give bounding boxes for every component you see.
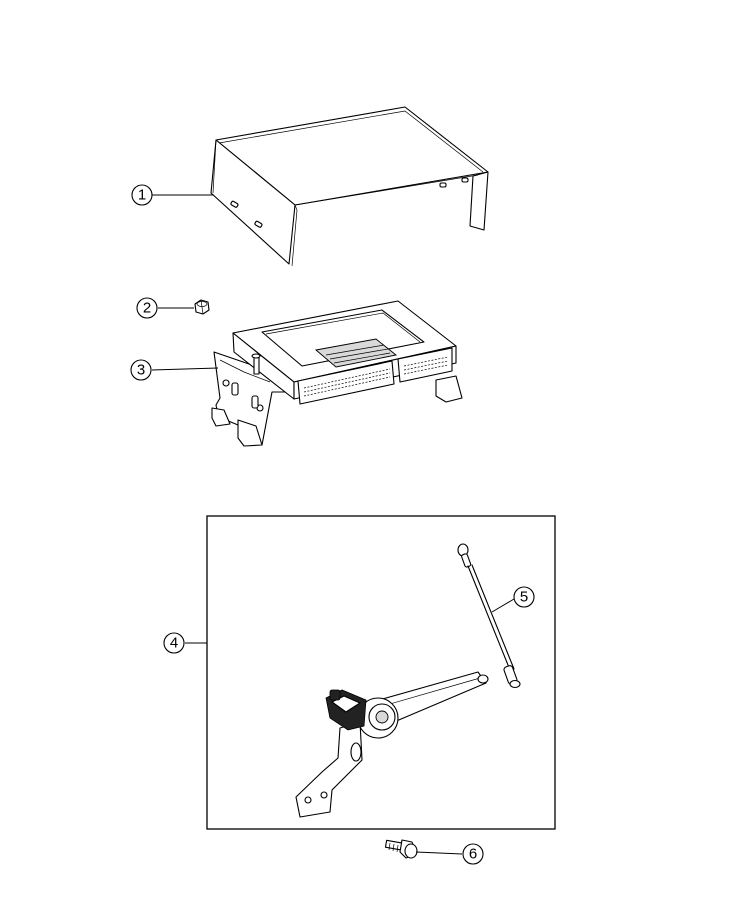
callout-6-label: 6 (469, 846, 477, 863)
control-module-part (211, 300, 463, 447)
assembly-box (206, 515, 556, 830)
height-sensor-part (295, 671, 489, 818)
leader-lines (151, 194, 515, 855)
callout-5: 5 (513, 586, 535, 608)
nut-part (194, 299, 210, 315)
callout-2: 2 (136, 297, 158, 319)
cover-part (210, 106, 489, 267)
callout-6: 6 (462, 843, 484, 865)
callout-2-label: 2 (143, 300, 151, 317)
link-rod-part (457, 543, 521, 689)
callout-1-label: 1 (138, 187, 146, 204)
connector-pins (303, 356, 449, 397)
callout-4: 4 (163, 632, 185, 654)
callout-1: 1 (131, 184, 153, 206)
callout-5-label: 5 (520, 589, 528, 606)
callout-3: 3 (130, 359, 152, 381)
bolt-part (384, 839, 418, 859)
callout-4-label: 4 (170, 635, 178, 652)
callout-3-label: 3 (137, 362, 145, 379)
